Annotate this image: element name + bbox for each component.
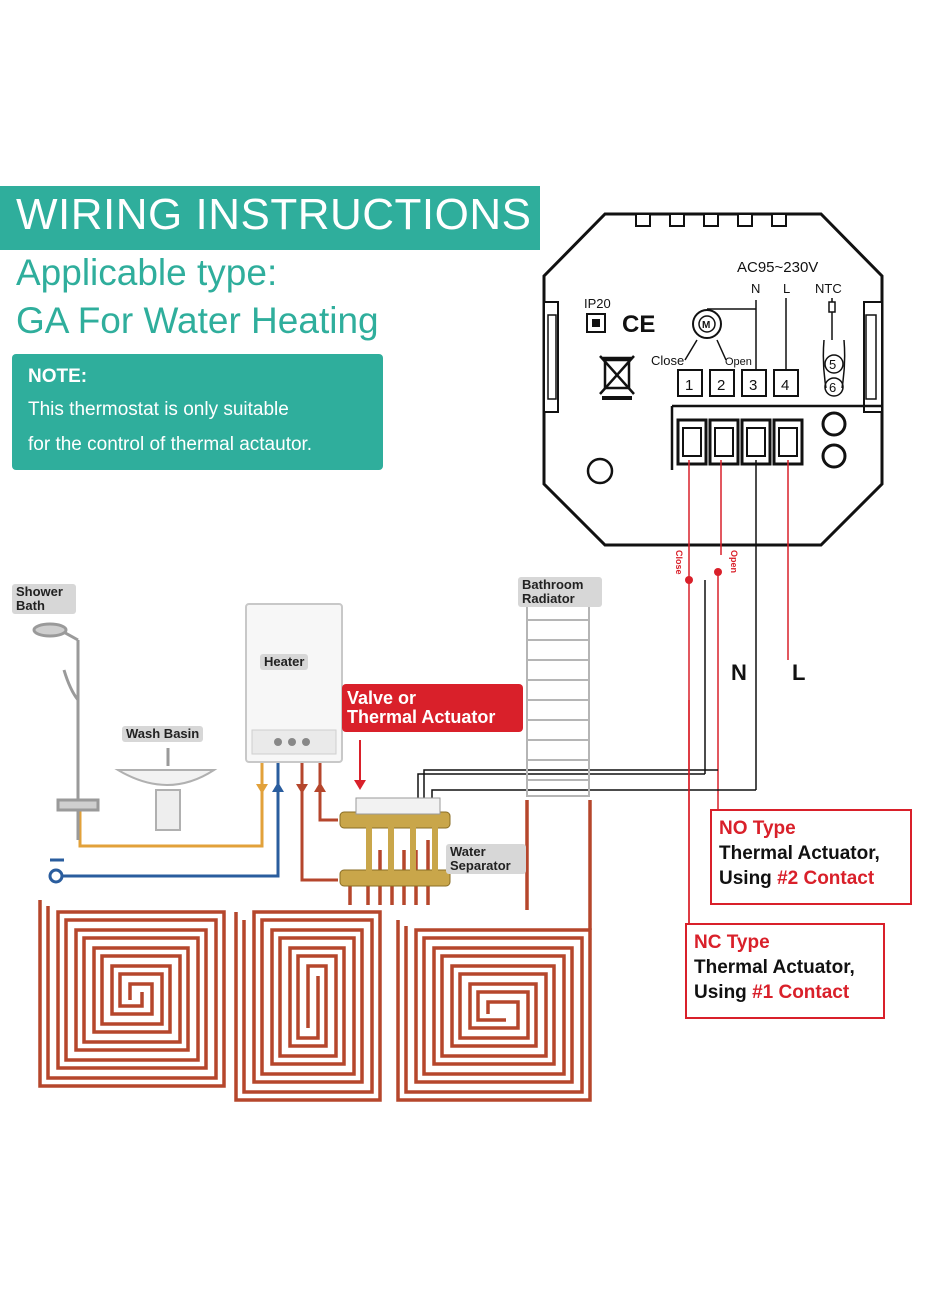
ntc-mark: NTC — [815, 281, 842, 296]
shower-bath-label-line1: Shower — [16, 584, 63, 599]
valve-label-line1: Valve or — [347, 688, 417, 708]
live-wire-label: L — [792, 660, 806, 685]
water-separator-label-line2: Separator — [450, 858, 511, 873]
no-type-contact: #2 Contact — [777, 868, 875, 889]
close-wire-tag: Close — [674, 550, 684, 575]
water-separator-label: Water Separator — [446, 844, 526, 874]
terminal-6: 6 — [829, 380, 836, 395]
voltage-rating: AC95~230V — [737, 259, 818, 276]
no-type-line3: Using #2 Contact — [719, 866, 874, 891]
terminal-4: 4 — [781, 377, 789, 394]
wiring-lines — [354, 460, 789, 934]
nc-type-line2: Thermal Actuator, — [694, 957, 855, 978]
applicable-type-value: GA For Water Heating — [16, 300, 379, 341]
note-title: NOTE: — [28, 366, 88, 387]
water-separator-label-line1: Water — [450, 844, 486, 859]
floor-heating-coils — [38, 800, 592, 1102]
neutral-wire-label: N — [731, 660, 747, 685]
wash-basin-illustration — [114, 748, 218, 831]
nc-type-line3: Using #1 Contact — [694, 980, 849, 1005]
ip-rating: IP20 — [584, 296, 611, 311]
nc-type-title: NC Type — [694, 932, 770, 953]
bathroom-radiator-label-line2: Radiator — [522, 591, 575, 606]
page-title: WIRING INSTRUCTIONS — [16, 190, 532, 239]
terminal-5: 5 — [829, 357, 836, 372]
no-type-line2: Thermal Actuator, — [719, 843, 880, 864]
nc-type-using: Using — [694, 982, 753, 1003]
no-type-title: NO Type — [719, 818, 796, 839]
valve-thermal-actuator-label — [342, 684, 523, 732]
note-box — [12, 354, 383, 470]
valve-label-line2: Thermal Actuator — [347, 707, 496, 727]
nc-type-box — [685, 923, 885, 1019]
no-type-using: Using — [719, 868, 778, 889]
heater-label: Heater — [260, 654, 309, 670]
nc-type-contact: #1 Contact — [752, 982, 850, 1003]
close-contact-label: Close — [651, 353, 684, 368]
thermostat-back-panel — [542, 212, 884, 547]
water-separator-illustration — [339, 797, 451, 887]
wash-basin-label: Wash Basin — [122, 726, 204, 742]
note-line-2: for the control of thermal actautor. — [28, 434, 313, 455]
shower-illustration — [32, 622, 100, 840]
heater-illustration — [245, 603, 343, 763]
radiator-illustration — [526, 599, 590, 797]
terminal-l-mark: L — [783, 281, 790, 296]
open-wire-tag: Open — [729, 550, 739, 573]
bathroom-radiator-label: Bathroom Radiator — [518, 577, 602, 607]
shower-bath-label: Shower Bath — [12, 584, 76, 614]
terminal-1: 1 — [685, 377, 693, 394]
no-type-box — [710, 809, 912, 905]
supply-pipes — [48, 760, 338, 884]
title-banner — [0, 186, 540, 250]
motor-icon: M — [702, 320, 710, 331]
terminal-n-mark: N — [751, 281, 760, 296]
applicable-type-label: Applicable type: — [16, 252, 278, 293]
shower-bath-label-line2: Bath — [16, 598, 45, 613]
note-line-1: This thermostat is only suitable — [28, 399, 289, 420]
open-contact-label: Open — [725, 356, 752, 368]
bathroom-radiator-label-line1: Bathroom — [522, 577, 584, 592]
ce-mark: CE — [622, 311, 655, 338]
terminal-2: 2 — [717, 377, 725, 394]
terminal-3: 3 — [749, 377, 757, 394]
